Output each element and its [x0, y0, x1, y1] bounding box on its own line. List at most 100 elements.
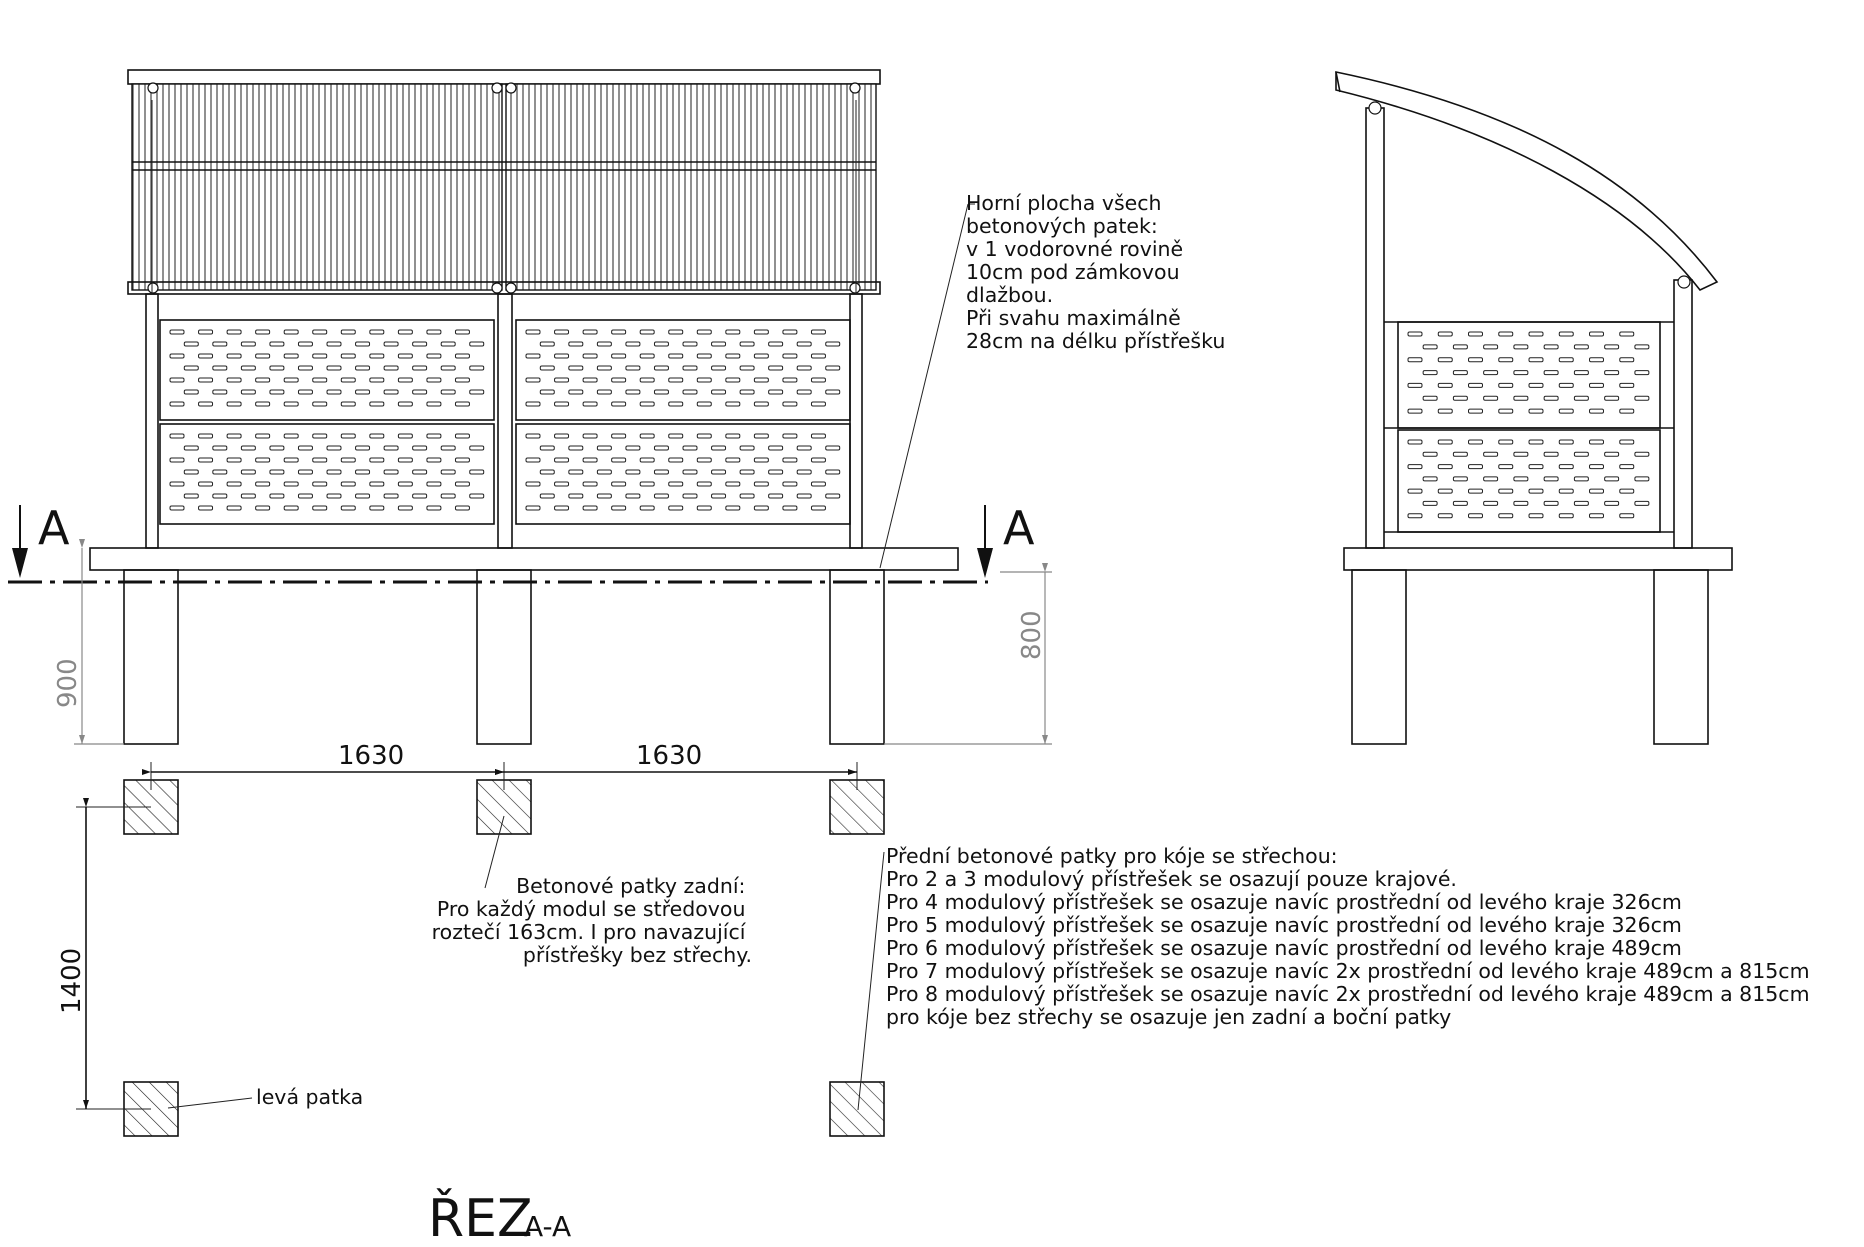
- front-footing-note: Přední betonové patky pro kóje se střech…: [886, 844, 1816, 1029]
- perforation-slot: [1437, 331, 1453, 337]
- perforation-slot: [596, 445, 612, 451]
- perforation-slot: [1543, 395, 1559, 401]
- perforation-slot: [1528, 439, 1544, 445]
- perforation-slot: [1634, 370, 1650, 376]
- side-view: [1335, 71, 1733, 745]
- perforation-slot: [369, 433, 385, 439]
- perforation-slot: [711, 341, 727, 347]
- perforation-slot: [454, 401, 470, 407]
- perforation-slot: [753, 377, 769, 383]
- front-view: A A 900 800: [8, 69, 1052, 745]
- perforation-slot: [539, 341, 555, 347]
- perforation-slot: [426, 329, 442, 335]
- side-footing-left: [1351, 569, 1407, 745]
- perforation-slot: [768, 341, 784, 347]
- perforation-slot: [383, 389, 399, 395]
- plan-view: 1630 1630 1400 levá patka: [57, 741, 885, 1137]
- perforation-slot: [725, 505, 741, 511]
- perforation-slot: [326, 365, 342, 371]
- perforation-slot: [739, 389, 755, 395]
- dimension-900: 900: [53, 539, 124, 745]
- perforation-slot: [725, 433, 741, 439]
- perforation-slot: [454, 329, 470, 335]
- perforation-slot: [1407, 488, 1423, 494]
- perforation-slot: [312, 433, 328, 439]
- perforation-slot: [782, 401, 798, 407]
- perforation-slot: [582, 353, 598, 359]
- perforation-slot: [1483, 344, 1499, 350]
- perforation-slot: [283, 353, 299, 359]
- perforation-slot: [183, 341, 199, 347]
- perforation-slot: [440, 341, 456, 347]
- perforation-slot: [1498, 408, 1514, 414]
- perforation-slot: [554, 377, 570, 383]
- perforation-slot: [568, 341, 584, 347]
- perforation-slot: [440, 389, 456, 395]
- perforation-slot: [397, 505, 413, 511]
- perforation-slot: [212, 389, 228, 395]
- perforation-slot: [412, 389, 428, 395]
- perforation-slot: [269, 445, 285, 451]
- perforation-slot: [611, 377, 627, 383]
- perforation-slot: [1437, 488, 1453, 494]
- perforation-slot: [1407, 357, 1423, 363]
- perforation-slot: [696, 401, 712, 407]
- perforation-slot: [183, 469, 199, 475]
- perforation-slot: [198, 377, 214, 383]
- perforation-slot: [753, 353, 769, 359]
- perforation-slot: [1634, 476, 1650, 482]
- perforation-slot: [283, 329, 299, 335]
- perforation-slot: [711, 493, 727, 499]
- perforation-slot: [582, 457, 598, 463]
- perforation-slot: [183, 365, 199, 371]
- side-post-front: [1673, 279, 1693, 549]
- perforation-slot: [369, 353, 385, 359]
- roof-panel-right: [505, 83, 877, 291]
- perforation-slot: [297, 469, 313, 475]
- perforation-slot: [412, 493, 428, 499]
- perforation-slot: [1468, 408, 1483, 414]
- perforation-slot: [1483, 500, 1499, 506]
- section-title-sub: A-A: [524, 1210, 571, 1243]
- footing-middle: [476, 569, 532, 745]
- perforation-slot: [1619, 513, 1635, 519]
- perforation-slot: [340, 481, 356, 487]
- perforation-slot: [539, 445, 555, 451]
- perforation-slot: [469, 445, 485, 451]
- perforation-slot: [611, 401, 627, 407]
- perforation-slot: [355, 445, 371, 451]
- perforation-slot: [739, 365, 755, 371]
- perforation-slot: [582, 401, 598, 407]
- perforation-slot: [297, 341, 313, 347]
- perforation-slot: [668, 329, 684, 335]
- perforation-slot: [355, 469, 371, 475]
- perforation-slot: [810, 377, 826, 383]
- perforation-slot: [1437, 382, 1453, 388]
- left-footing-label: levá patka: [256, 1085, 363, 1109]
- perforation-slot: [753, 505, 769, 511]
- perforation-slot: [1407, 331, 1423, 337]
- perforation-slot: [1528, 382, 1544, 388]
- perforation-slot: [340, 329, 356, 335]
- wall-panels: [159, 319, 851, 525]
- perforation-slot: [554, 401, 570, 407]
- perforation-slot: [639, 457, 655, 463]
- perforation-slot: [1498, 464, 1514, 470]
- perforation-slot: [1604, 451, 1620, 457]
- footing-level-note: Horní plocha všech betonových patek: v 1…: [966, 191, 1225, 353]
- perforation-slot: [383, 445, 399, 451]
- section-title: ŘEZ: [428, 1188, 533, 1247]
- perforation-slot: [525, 329, 541, 335]
- perforation-slot: [1589, 357, 1604, 363]
- perforation-slot: [668, 457, 684, 463]
- perforation-slot: [383, 365, 399, 371]
- perforation-slot: [1498, 331, 1514, 337]
- perforation-slot: [326, 445, 342, 451]
- perforation-slot: [639, 353, 655, 359]
- perforation-slot: [639, 433, 655, 439]
- perforation-slot: [539, 365, 555, 371]
- perforation-slot: [198, 481, 214, 487]
- perforation-slot: [369, 377, 385, 383]
- perforation-slot: [1634, 344, 1650, 350]
